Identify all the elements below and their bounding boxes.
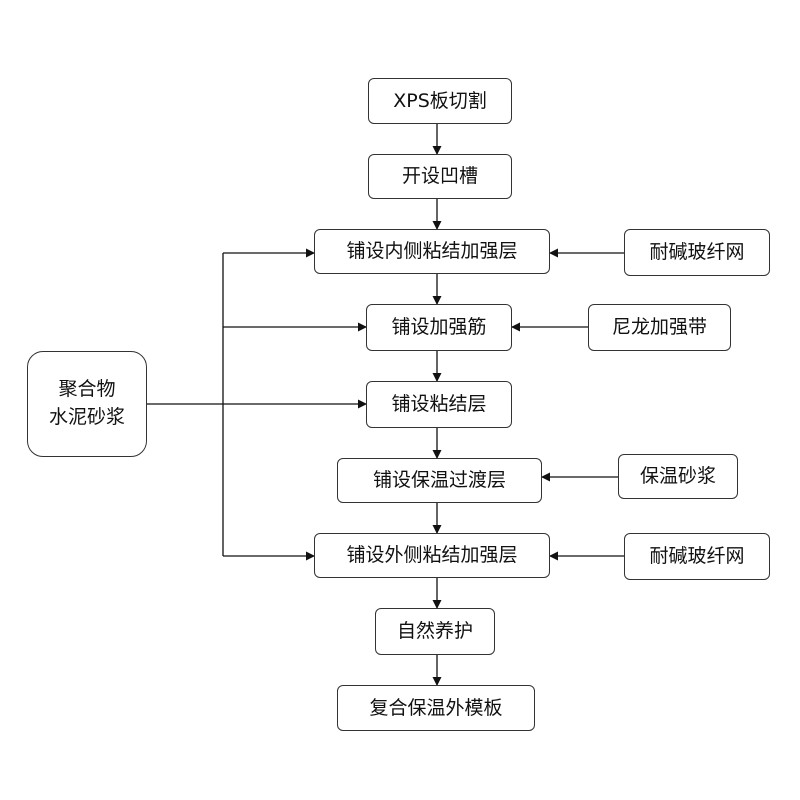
step-natural-curing-label: 自然养护 bbox=[396, 620, 473, 643]
step-open-grooves: 开设凹槽 bbox=[368, 154, 512, 199]
input-mesh-inner: 耐碱玻纤网 bbox=[624, 229, 770, 276]
input-insulation-mortar: 保温砂浆 bbox=[618, 454, 738, 499]
step-composite-formwork: 复合保温外模板 bbox=[337, 685, 535, 731]
polymer-mortar-line2: 水泥砂浆 bbox=[48, 406, 125, 428]
step-natural-curing: 自然养护 bbox=[375, 608, 495, 655]
step-xps-cutting-label: XPS板切割 bbox=[393, 89, 487, 112]
step-reinforcing-ribs-label: 铺设加强筋 bbox=[391, 316, 487, 339]
input-polymer-mortar: 聚合物 水泥砂浆 bbox=[27, 351, 147, 457]
input-mesh-outer: 耐碱玻纤网 bbox=[624, 533, 770, 580]
input-insulation-mortar-label: 保温砂浆 bbox=[639, 465, 716, 488]
step-transition-layer-label: 铺设保温过渡层 bbox=[372, 469, 506, 492]
input-nylon-tape: 尼龙加强带 bbox=[588, 304, 731, 351]
step-composite-formwork-label: 复合保温外模板 bbox=[369, 696, 503, 719]
input-mesh-outer-label: 耐碱玻纤网 bbox=[649, 545, 745, 568]
step-bond-layer-label: 铺设粘结层 bbox=[391, 393, 487, 416]
step-outer-bond-layer-label: 铺设外侧粘结加强层 bbox=[346, 544, 518, 567]
step-reinforcing-ribs: 铺设加强筋 bbox=[366, 304, 512, 351]
input-nylon-tape-label: 尼龙加强带 bbox=[611, 316, 707, 339]
input-mesh-inner-label: 耐碱玻纤网 bbox=[649, 241, 745, 264]
step-open-grooves-label: 开设凹槽 bbox=[401, 165, 478, 188]
step-inner-bond-layer-label: 铺设内侧粘结加强层 bbox=[346, 240, 518, 263]
polymer-mortar-line1: 聚合物 bbox=[58, 378, 116, 401]
step-outer-bond-layer: 铺设外侧粘结加强层 bbox=[314, 533, 550, 578]
step-inner-bond-layer: 铺设内侧粘结加强层 bbox=[314, 229, 550, 274]
step-bond-layer: 铺设粘结层 bbox=[366, 381, 512, 428]
step-transition-layer: 铺设保温过渡层 bbox=[337, 458, 542, 503]
step-xps-cutting: XPS板切割 bbox=[368, 78, 512, 124]
